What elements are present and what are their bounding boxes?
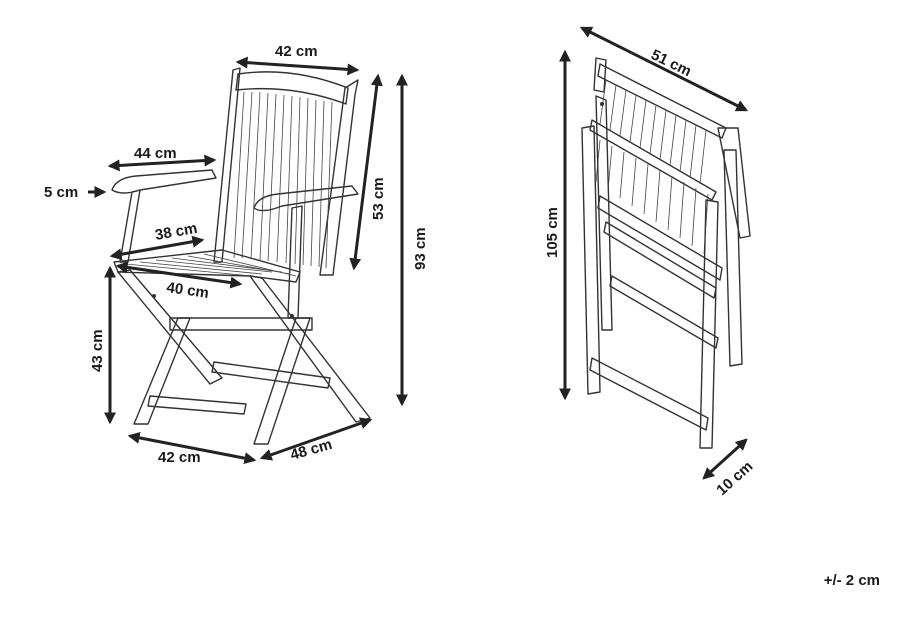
folded-mid-leg: [699, 199, 719, 449]
folded-height-label: 105 cm: [544, 207, 561, 258]
folded-width-label: 51 cm: [648, 46, 694, 80]
armrest-length-arrow: [107, 154, 217, 172]
top-width-label: 42 cm: [275, 43, 318, 60]
open-chair-dimension-labels: 42 cm 44 cm 5 cm 38 cm 40 cm 53 cm 93 cm…: [44, 43, 429, 466]
folded-left-leg: [581, 125, 601, 395]
folded-right-leg: [723, 149, 743, 367]
seat-depth-arrow: [109, 235, 205, 261]
seat-width-label: 40 cm: [165, 279, 209, 302]
folded-crossbar-1: [597, 195, 723, 281]
total-height-label: 93 cm: [412, 227, 429, 270]
base-width-arrow: [127, 431, 257, 465]
foot-crossbar-right: [211, 361, 331, 389]
folded-slats: [595, 79, 709, 255]
folded-chair-dimension-labels: 51 cm 105 cm 10 cm: [544, 46, 756, 499]
folded-pivot-bolt: [600, 102, 604, 106]
left-armrest: [111, 169, 217, 194]
backrest-frame: [213, 67, 359, 276]
folded-crossbar-4: [589, 357, 709, 431]
armrest-length-label: 44 cm: [134, 145, 177, 162]
open-chair-dimension-arrows: [88, 56, 408, 465]
seat-width-arrow: [115, 261, 243, 289]
foot-crossbar-left: [147, 395, 247, 415]
folded-top-rail: [597, 63, 727, 139]
pivot-bolt: [152, 294, 156, 298]
backrest-height-label: 53 cm: [370, 177, 387, 220]
top-width-arrow: [235, 56, 360, 76]
backrest-height-arrow: [349, 73, 383, 271]
lower-crossbar: [169, 317, 313, 331]
backrest-slats: [233, 91, 333, 269]
pivot-bolt: [290, 314, 294, 318]
folded-chair-dimension-arrows: [559, 26, 749, 480]
folded-thickness-arrow: [702, 438, 748, 480]
base-depth-arrow: [259, 417, 373, 461]
tolerance-note: +/- 2 cm: [823, 572, 880, 589]
folded-chair-drawing: [581, 57, 751, 449]
open-chair-drawing: [111, 67, 371, 445]
armrest-thickness-label: 5 cm: [44, 184, 78, 201]
base-depth-label: 48 cm: [288, 436, 334, 464]
base-width-label: 42 cm: [158, 449, 201, 466]
seat-height-label: 43 cm: [89, 329, 106, 372]
folded-width-arrow: [579, 26, 749, 112]
folded-crossbar-3: [609, 275, 719, 349]
folded-crossbar-2: [603, 221, 717, 299]
